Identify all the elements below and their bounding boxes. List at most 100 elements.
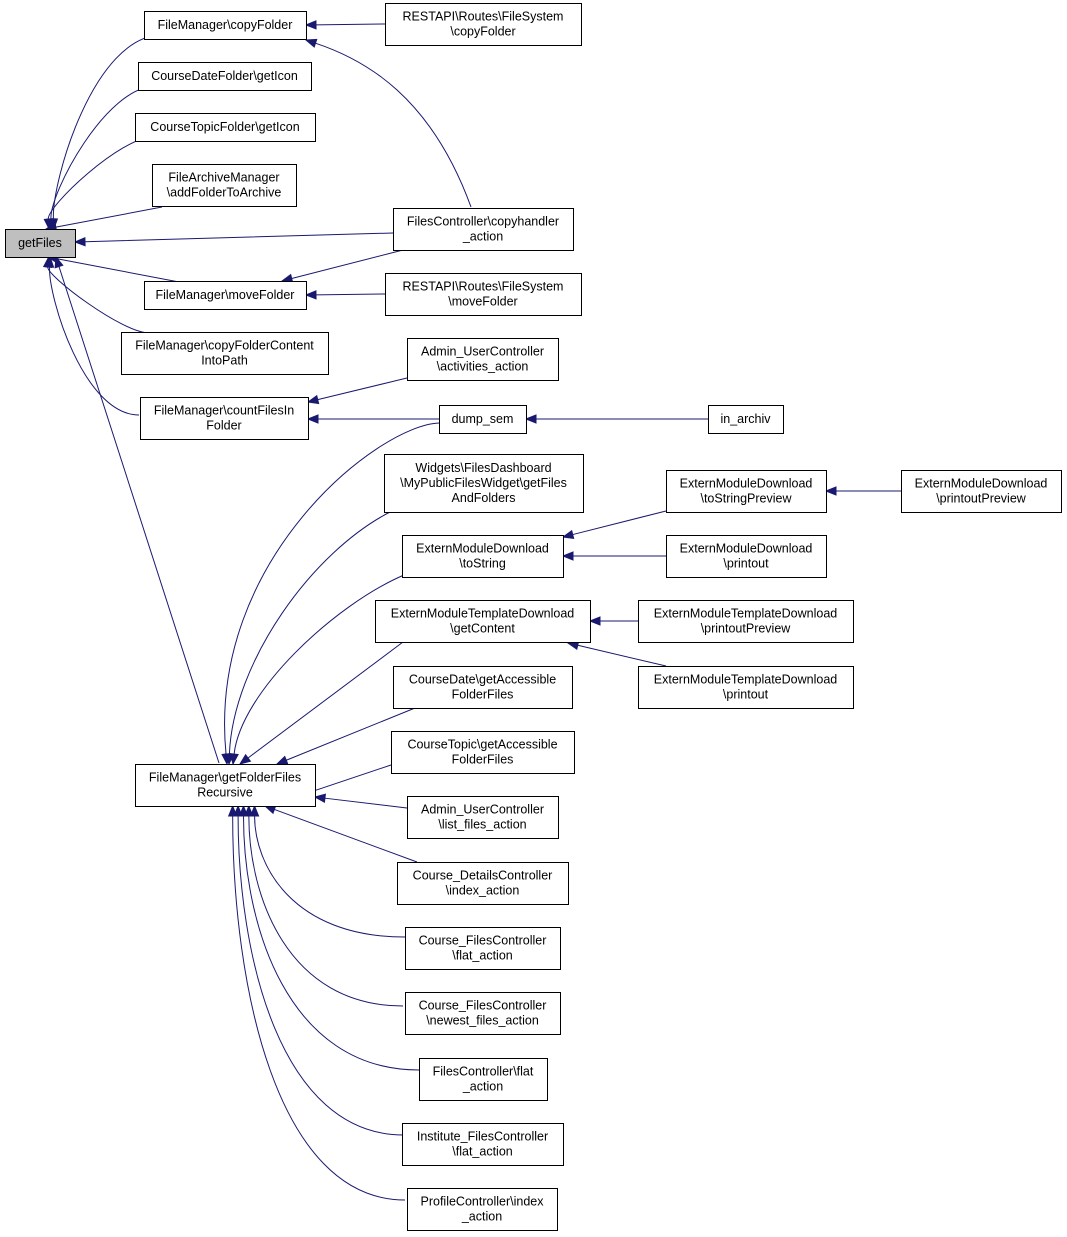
node-emd_printoutPreview[interactable]: ExternModuleDownload\printoutPreview <box>901 470 1062 513</box>
edge-fc_copyhandler-to-fm_copyFolder <box>315 42 472 208</box>
node-box <box>638 666 854 709</box>
arrowhead-ctf_getIcon-to-getFiles <box>43 218 53 231</box>
edge-fc_flat-to-fm_getFolderFiles <box>243 815 420 1071</box>
node-box <box>708 405 784 434</box>
node-box <box>144 11 307 40</box>
node-emd_printout[interactable]: ExternModuleDownload\printout <box>666 535 827 578</box>
node-label-line: \addFolderToArchive <box>167 186 282 200</box>
node-cdf_getIcon[interactable]: CourseDateFolder\getIcon <box>138 62 312 91</box>
node-label-line: Recursive <box>197 786 253 800</box>
edge-fm_getFolderFiles-to-getFiles <box>58 266 220 764</box>
node-box <box>407 796 559 839</box>
node-box <box>391 731 575 774</box>
node-fc_flat[interactable]: FilesController\flat_action <box>419 1058 548 1101</box>
node-cdc_index[interactable]: Course_DetailsController\index_action <box>397 862 569 905</box>
arrowhead-fc_copyhandler-to-fm_copyFolder <box>304 38 318 48</box>
node-auc_listfiles[interactable]: Admin_UserController\list_files_action <box>407 796 559 839</box>
edge-emtd_printout-to-emtd_getContent <box>577 644 667 667</box>
edge-fm_moveFolder-to-getFiles <box>57 258 180 283</box>
arrowhead-auc_activities-to-fm_countFiles <box>306 394 320 405</box>
node-label-line: \toStringPreview <box>700 492 792 506</box>
node-label-line: _action <box>462 230 503 244</box>
node-rest_copyFolder[interactable]: RESTAPI\Routes\FileSystem\copyFolder <box>385 3 582 46</box>
arrowhead-fc_copyhandler-to-getFiles <box>73 236 86 247</box>
edge-emtd_getContent-to-fm_getFolderFiles <box>247 641 404 759</box>
node-emtd_printoutPreview[interactable]: ExternModuleTemplateDownload\printoutPre… <box>638 600 854 643</box>
node-box <box>138 62 312 91</box>
node-box <box>405 927 561 970</box>
edge-cfc_newest-to-fm_getFolderFiles <box>248 815 404 1007</box>
arrowhead-auc_listfiles-to-fm_getFolderFiles <box>313 793 326 803</box>
node-in_archiv[interactable]: in_archiv <box>708 405 784 434</box>
node-label-line: \copyFolder <box>450 25 515 39</box>
node-label-line: ProfileController\index <box>421 1195 545 1209</box>
nodes-layer: getFiles FileManager\copyFolderCourseDate… <box>5 3 1062 1231</box>
node-label-line: ExternModuleTemplateDownload <box>391 607 574 621</box>
node-label-line: IntoPath <box>201 354 248 368</box>
node-label-line: ExternModuleDownload <box>416 542 549 556</box>
node-fam_addFolder[interactable]: FileArchiveManager\addFolderToArchive <box>152 164 297 207</box>
node-emd_toString[interactable]: ExternModuleDownload\toString <box>402 535 564 578</box>
node-box <box>402 535 564 578</box>
node-box <box>135 764 316 807</box>
node-box <box>135 113 316 142</box>
node-label-line: FolderFiles <box>452 688 514 702</box>
node-label-line: CourseTopic\getAccessible <box>407 738 557 752</box>
node-cfc_flat[interactable]: Course_FilesController\flat_action <box>405 927 561 970</box>
node-label-line: \getContent <box>450 622 515 636</box>
arrowhead-rest_copyFolder-to-fm_copyFolder <box>304 20 317 30</box>
edge-auc_activities-to-fm_countFiles <box>317 377 408 401</box>
node-label-line: _action <box>461 1210 502 1224</box>
node-widgets_dash[interactable]: Widgets\FilesDashboard\MyPublicFilesWidg… <box>384 454 584 513</box>
node-label-line: FileManager\moveFolder <box>156 288 295 302</box>
node-box <box>393 208 574 251</box>
node-label-line: \printoutPreview <box>936 492 1027 506</box>
arrowhead-emd_printoutPreview-to-emd_toStringPreview <box>824 486 837 496</box>
node-fm_moveFolder[interactable]: FileManager\moveFolder <box>144 281 307 310</box>
node-box <box>140 397 309 440</box>
node-box <box>152 164 297 207</box>
node-auc_activities[interactable]: Admin_UserController\activities_action <box>407 338 559 381</box>
arrowhead-cfc_flat-to-fm_getFolderFiles <box>249 804 260 817</box>
node-getFiles[interactable]: getFiles <box>5 229 76 258</box>
node-emd_toStringPreview[interactable]: ExternModuleDownload\toStringPreview <box>666 470 827 513</box>
node-box <box>638 600 854 643</box>
node-ctf_getIcon[interactable]: CourseTopicFolder\getIcon <box>135 113 316 142</box>
node-label-line: \activities_action <box>437 360 529 374</box>
node-fc_copyhandler[interactable]: FilesController\copyhandler_action <box>393 208 574 251</box>
node-ifc_flat[interactable]: Institute_FilesController\flat_action <box>402 1123 564 1166</box>
node-box <box>666 535 827 578</box>
node-label-line: RESTAPI\Routes\FileSystem <box>403 10 564 24</box>
node-label-line: \moveFolder <box>448 295 517 309</box>
node-fm_copyFolder[interactable]: FileManager\copyFolder <box>144 11 307 40</box>
node-label-line: \newest_files_action <box>426 1014 539 1028</box>
node-emtd_printout[interactable]: ExternModuleTemplateDownload\printout <box>638 666 854 709</box>
node-label-line: in_archiv <box>720 412 771 426</box>
node-dump_sem[interactable]: dump_sem <box>439 405 527 434</box>
node-box <box>385 3 582 46</box>
node-label-line: FilesController\copyhandler <box>407 215 559 229</box>
node-label-line: RESTAPI\Routes\FileSystem <box>403 280 564 294</box>
edge-fm_copyFolderContent-to-getFiles <box>47 266 150 334</box>
arrowhead-rest_moveFolder-to-fm_moveFolder <box>304 290 317 300</box>
node-box <box>144 281 307 310</box>
node-label-line: ExternModuleTemplateDownload <box>654 607 837 621</box>
node-label-line: Admin_UserController <box>421 803 544 817</box>
node-cfc_newest[interactable]: Course_FilesController\newest_files_acti… <box>405 992 561 1035</box>
edge-fc_copyhandler-to-getFiles <box>84 232 394 243</box>
node-label-line: Course_FilesController <box>419 999 547 1013</box>
node-pc_index[interactable]: ProfileController\index_action <box>407 1188 558 1231</box>
node-label-line: \flat_action <box>452 1145 513 1159</box>
edge-cfc_flat-to-fm_getFolderFiles <box>254 815 406 938</box>
node-label-line: FileArchiveManager <box>168 171 279 185</box>
node-box <box>121 332 329 375</box>
node-rest_moveFolder[interactable]: RESTAPI\Routes\FileSystem\moveFolder <box>385 273 582 316</box>
node-label-line: AndFolders <box>452 491 516 505</box>
node-emtd_getContent[interactable]: ExternModuleTemplateDownload\getContent <box>375 600 591 643</box>
node-label-line: FileManager\countFilesIn <box>154 404 294 418</box>
